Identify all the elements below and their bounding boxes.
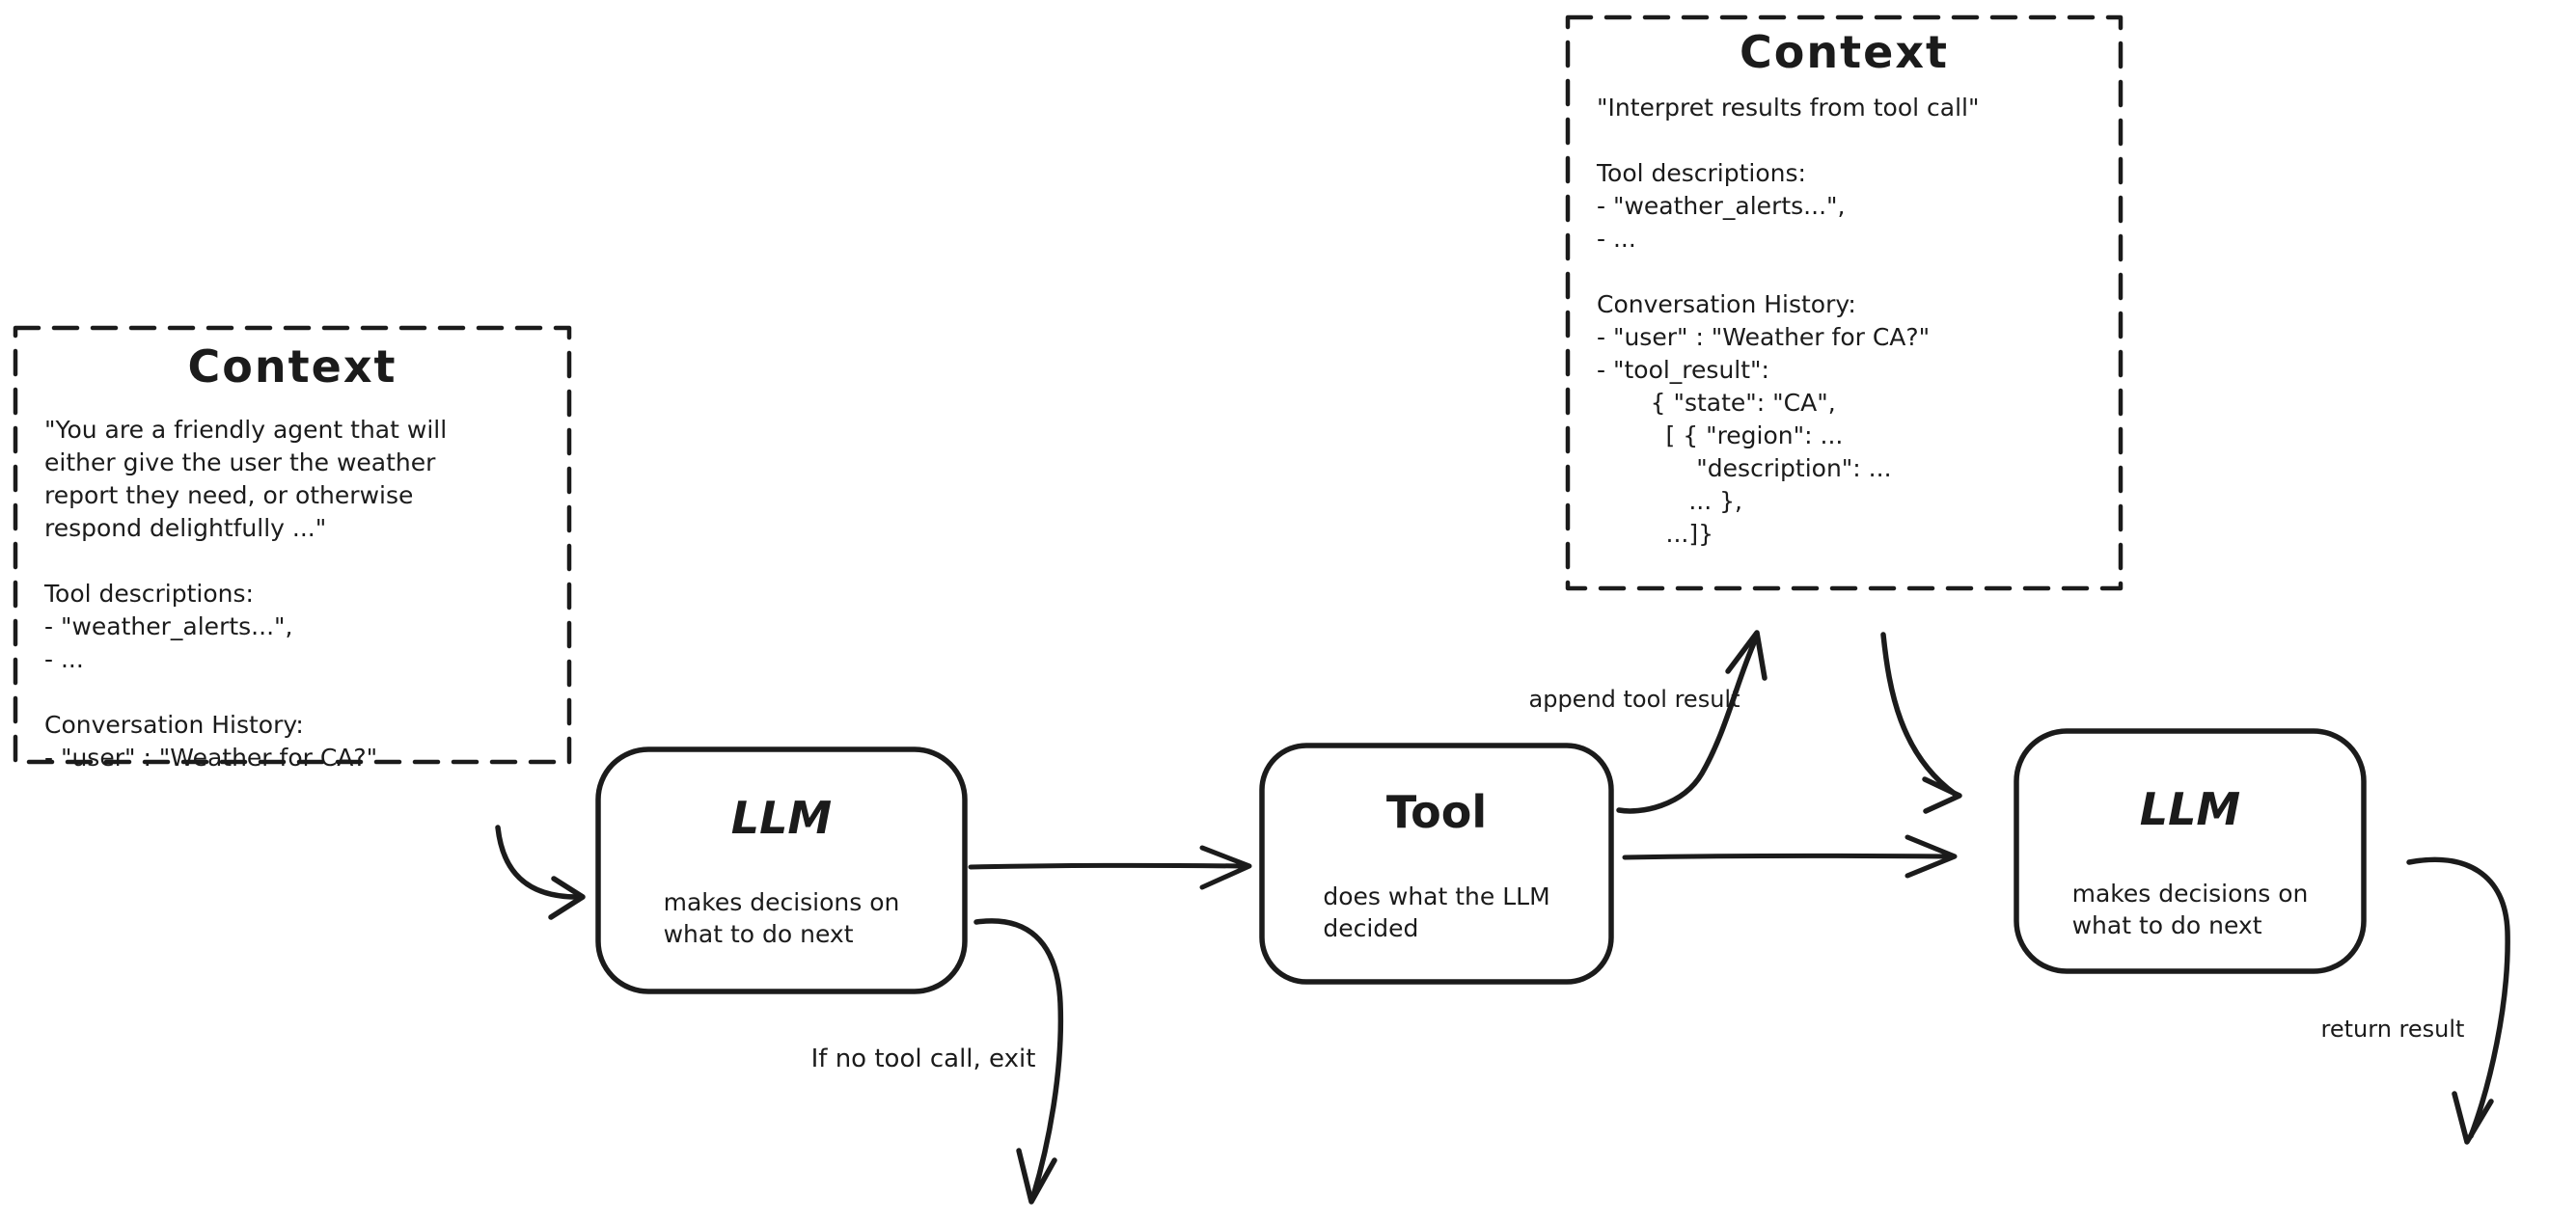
arrowhead-context-to-llm1: [548, 876, 586, 920]
arrowhead-llm1-to-tool: [1199, 845, 1252, 890]
llm2-title: LLM: [2139, 783, 2241, 835]
edge-label-return-result: return result: [2320, 1016, 2465, 1043]
context-right-title: Context: [1740, 26, 1949, 78]
llm1-subtitle: makes decisions on what to do next: [663, 887, 900, 948]
arrowhead-llm2-return: [2452, 1091, 2494, 1145]
edge-label-if-no-tool-call-exit: If no tool call, exit: [810, 1045, 1036, 1073]
llm1-node: LLM makes decisions on what to do next: [598, 749, 965, 991]
tool-subtitle: does what the LLM decided: [1323, 882, 1550, 942]
context-left-title: Context: [187, 340, 397, 393]
context-right-body: "Interpret results from tool call" Tool …: [1597, 93, 1980, 548]
arrow-tool-to-llm2: [1622, 853, 1950, 860]
llm2-subtitle: makes decisions on what to do next: [2071, 879, 2309, 939]
edge-label-append-tool-result: append tool result: [1528, 686, 1740, 713]
arrowhead-tool-to-llm2: [1905, 834, 1958, 879]
llm2-node: LLM makes decisions on what to do next: [2016, 731, 2364, 971]
context-left-body: "You are a friendly agent that will eith…: [44, 415, 448, 772]
llm1-title: LLM: [730, 792, 833, 844]
arrowhead-context-to-llm2: [1922, 776, 1962, 814]
tool-node: Tool does what the LLM decided: [1262, 746, 1611, 982]
tool-title: Tool: [1385, 786, 1488, 838]
context-box-right: Context "Interpret results from tool cal…: [1568, 17, 2121, 588]
arrowhead-tool-to-context: [1725, 630, 1768, 681]
arrowhead-llm1-exit: [1016, 1148, 1057, 1205]
arrow-llm1-to-tool: [968, 862, 1246, 870]
context-box-left: Context "You are a friendly agent that w…: [15, 328, 569, 772]
arrow-context-to-llm1: [495, 825, 580, 900]
arrow-context-to-llm2: [1880, 632, 1958, 797]
arrow-tool-to-context: [1616, 636, 1759, 814]
arrow-llm2-return: [2406, 856, 2510, 1139]
